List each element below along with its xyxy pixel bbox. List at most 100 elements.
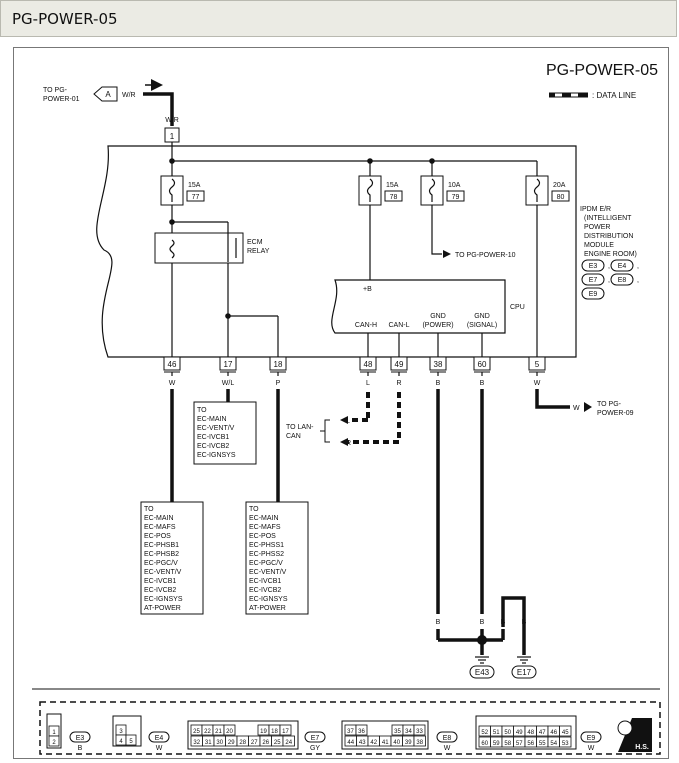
pin-17-box [219, 356, 237, 371]
page-header: PG-POWER-05 [0, 0, 677, 37]
pin-17-wire-color: W/L [222, 380, 235, 387]
e4-cell [125, 734, 137, 746]
conn-color-E3: B [78, 745, 83, 752]
ground-e17-label: E17 [517, 668, 532, 677]
cpu-label: CPU [510, 304, 525, 311]
box46-line: EC-IVCB2 [144, 587, 176, 594]
e9-pin: 60 [481, 741, 488, 747]
e8-pin: 38 [416, 740, 423, 746]
cpu-plus-b: +B [363, 286, 372, 293]
conn-color-E4: W [156, 745, 163, 752]
box-pin17-dest [193, 401, 257, 465]
e7-pin: 32 [193, 740, 200, 746]
ecm-relay-box [154, 232, 244, 264]
conn-name-E7: E7 [311, 735, 320, 742]
ipdm-conn-E4 [610, 259, 634, 272]
pin-5-label: 5 [535, 360, 540, 369]
wire-wr-label: W/R [122, 92, 136, 99]
pin-48-wire-color: L [366, 380, 370, 387]
ipdm-conn-label-E4: E4 [618, 263, 627, 270]
e9-pin: 59 [493, 741, 500, 747]
box17-line: EC-MAIN [197, 416, 227, 423]
connector-panel [39, 701, 661, 755]
pin-46-label: 46 [168, 360, 177, 369]
to-pg-power01-l1: TO PG- [43, 87, 68, 94]
e7-pin: 28 [239, 740, 246, 746]
e8-pin: 33 [416, 729, 423, 735]
box46-line: EC-PHSB1 [144, 542, 179, 549]
ipdm-conn-E7 [581, 273, 605, 286]
box17-line: EC-IGNSYS [197, 452, 236, 459]
ipdm-label-line: MODULE [584, 242, 614, 249]
ipdm-conn-label-E8: E8 [618, 277, 627, 284]
e8-pin: 40 [393, 740, 400, 746]
ipdm-label-line: (INTELLIGENT [584, 215, 632, 222]
wire-wr-top: W/R [165, 117, 179, 124]
e7-cell [279, 724, 292, 736]
conn-name-E9: E9 [587, 735, 596, 742]
fuse-amp-78: 15A [386, 182, 399, 189]
to-lan-l1: TO LAN- [286, 424, 314, 431]
box18-line: EC-IVCB1 [249, 578, 281, 585]
pin-60-box [473, 356, 491, 371]
cpu-gnd-signal-l2: (SIGNAL) [467, 322, 497, 329]
to-pg-power01-l2: POWER-01 [43, 96, 80, 103]
e7-cell [282, 735, 295, 747]
to-pg-power09-l2: POWER-09 [597, 410, 634, 417]
e9-pin: 57 [516, 741, 523, 747]
pin-60-wire-color: B [480, 380, 485, 387]
conn-name-E4: E4 [155, 735, 164, 742]
box46-line: EC-PGC/V [144, 560, 178, 567]
pin-60-label: 60 [478, 360, 487, 369]
box46-line: EC-PHSB2 [144, 551, 179, 558]
fuse-amp-79: 10A [448, 182, 461, 189]
conn-name-E3: E3 [76, 735, 85, 742]
e4-pin: 5 [129, 739, 133, 745]
cpu-box [331, 279, 506, 334]
ipdm-label-line: DISTRIBUTION [584, 233, 633, 240]
cpu-can-l: CAN-L [388, 322, 409, 329]
e9-pin: 53 [562, 741, 569, 747]
box46-line: EC-POS [144, 533, 171, 540]
gwire-2: B [480, 619, 485, 626]
fuse-num-79: 79 [452, 194, 460, 201]
e8-cell [413, 724, 426, 736]
pin-38-label: 38 [434, 360, 443, 369]
fuse-num-box-79 [446, 190, 465, 202]
e3-pin: 1 [52, 730, 56, 736]
pin-46-box [163, 356, 181, 371]
e7-pin: 29 [228, 740, 235, 746]
e7-pin: 31 [205, 740, 212, 746]
box18-line: EC-VENT/V [249, 569, 287, 576]
e9-pin: 46 [550, 730, 557, 736]
fuse-element-79 [428, 178, 436, 202]
ipdm-conn-E3 [581, 259, 605, 272]
ipdm-label-line: POWER [584, 224, 610, 231]
e9-pin: 50 [504, 730, 511, 736]
pin-1-label: 1 [170, 132, 175, 141]
pin-46-wire-color: W [169, 380, 176, 387]
e9-cell [559, 736, 572, 748]
e7-pin: 27 [251, 740, 258, 746]
diagram-frame [13, 47, 669, 759]
legend-label: : DATA LINE [592, 91, 636, 100]
ipdm-label-line: IPDM E/R [580, 206, 611, 213]
box18-line: EC-PHSS2 [249, 551, 284, 558]
box18-line: EC-IVCB2 [249, 587, 281, 594]
e9-pin: 45 [562, 730, 569, 736]
box-pin18-dest [245, 501, 309, 615]
box46-line: TO [144, 506, 154, 513]
conn-tag-E7 [304, 731, 326, 743]
box46-line: EC-IVCB1 [144, 578, 176, 585]
ground-symbol-e17: E17 [511, 656, 537, 679]
fuse-num-box-77 [186, 190, 205, 202]
e9-pin: 49 [516, 730, 523, 736]
ipdm-conn-label-E9: E9 [589, 291, 598, 298]
e9-cell [559, 725, 572, 737]
e7-pin: 30 [216, 740, 223, 746]
box46-line: EC-MAIN [144, 515, 174, 522]
box18-line: EC-POS [249, 533, 276, 540]
ground-symbol-e43: E43 [469, 656, 495, 679]
relay-l2: RELAY [247, 248, 270, 255]
wire-5 [535, 389, 570, 409]
